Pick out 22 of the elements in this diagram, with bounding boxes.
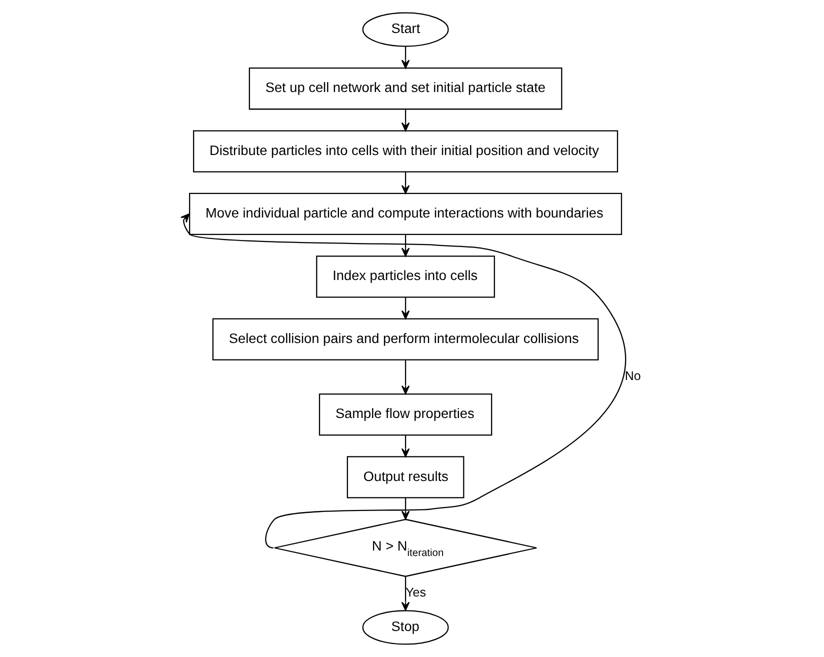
arrow bbox=[400, 435, 410, 458]
node-box: Sample flow properties bbox=[318, 393, 492, 436]
node-box: Set up cell network and set initial particle state bbox=[248, 68, 562, 110]
arrow bbox=[400, 172, 410, 194]
node-ellipse: Stop bbox=[362, 610, 448, 645]
arrow bbox=[400, 46, 410, 69]
node-box: Move individual particle and compute interactions with boundaries bbox=[188, 192, 622, 236]
node-box: Distribute particles into cells with their initial position and velocity bbox=[192, 130, 618, 172]
arrow bbox=[400, 360, 410, 394]
node-diamond: N > N$_{iteration}$ bbox=[273, 518, 537, 577]
arrow bbox=[180, 213, 626, 548]
node-ellipse: Start bbox=[362, 12, 448, 47]
node-box: Output results bbox=[346, 456, 464, 498]
arrow bbox=[400, 297, 410, 320]
arrow bbox=[400, 576, 410, 611]
edge-label: Yes bbox=[405, 586, 426, 600]
edge-label: No bbox=[624, 369, 640, 384]
node-box: Select collision pairs and perform intermolecular collisions bbox=[212, 318, 598, 360]
arrow bbox=[400, 109, 410, 132]
node-box: Index particles into cells bbox=[316, 256, 494, 298]
arrow bbox=[400, 498, 410, 520]
arrow bbox=[400, 234, 410, 257]
